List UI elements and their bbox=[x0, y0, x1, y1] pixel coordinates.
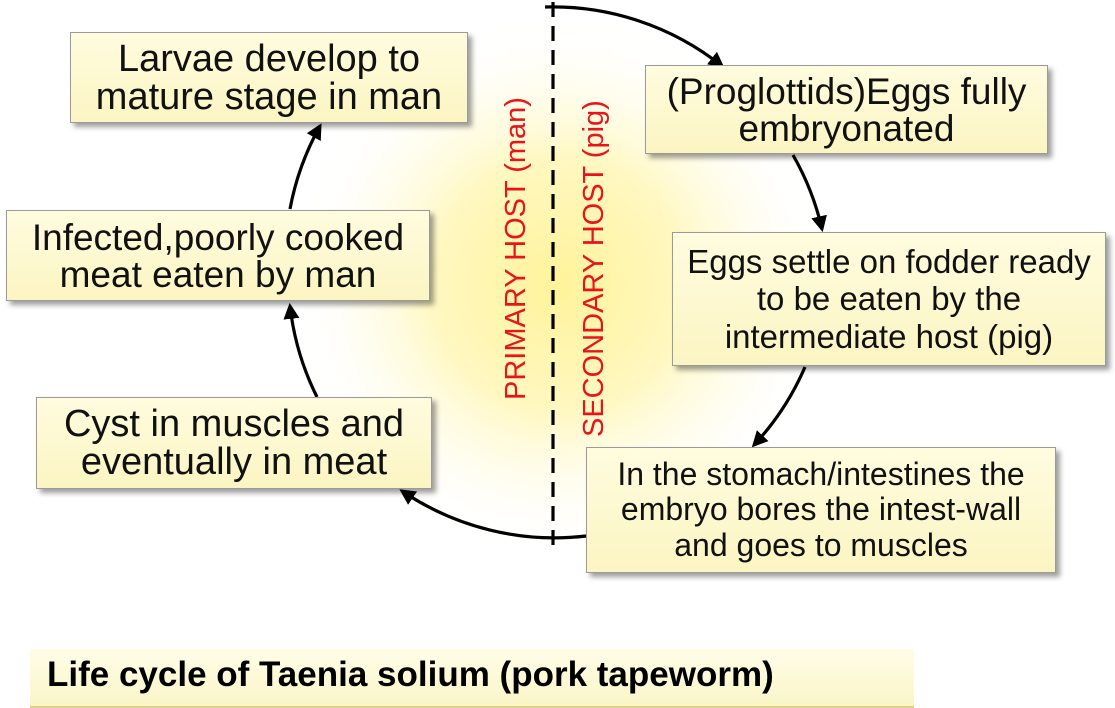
arrow-larvae-to-eggs bbox=[544, 5, 725, 68]
step-eggs-on-fodder-box: Eggs settle on fodder ready to be eaten … bbox=[672, 232, 1106, 366]
caption-background bbox=[30, 649, 914, 708]
diagram-caption: Life cycle of Taenia solium (pork tapewo… bbox=[47, 655, 774, 694]
arrow-eggs-to-fodder bbox=[791, 154, 827, 233]
arrow-fodder-to-stomach bbox=[751, 366, 807, 448]
cycle-arrows bbox=[283, 5, 827, 540]
step-meat-eaten-box: Infected,poorly cooked meat eaten by man bbox=[6, 210, 430, 301]
step-embryo-to-muscles-box: In the stomach/intestines the embryo bor… bbox=[586, 447, 1056, 573]
arrow-infected-to-larvae bbox=[288, 123, 322, 210]
step-larvae-develop-box: Larvae develop to mature stage in man bbox=[70, 32, 468, 123]
arrow-cyst-to-infected bbox=[283, 302, 319, 398]
primary-host-label: PRIMARY HOST (man) bbox=[500, 97, 532, 400]
secondary-host-label: SECONDARY HOST (pig) bbox=[578, 100, 610, 437]
step-eggs-embryonated-box: (Proglottids)Eggs fully embryonated bbox=[645, 65, 1048, 154]
arrow-stomach-to-cyst bbox=[399, 489, 587, 540]
step-cyst-in-meat-box: Cyst in muscles and eventually in meat bbox=[36, 397, 432, 489]
